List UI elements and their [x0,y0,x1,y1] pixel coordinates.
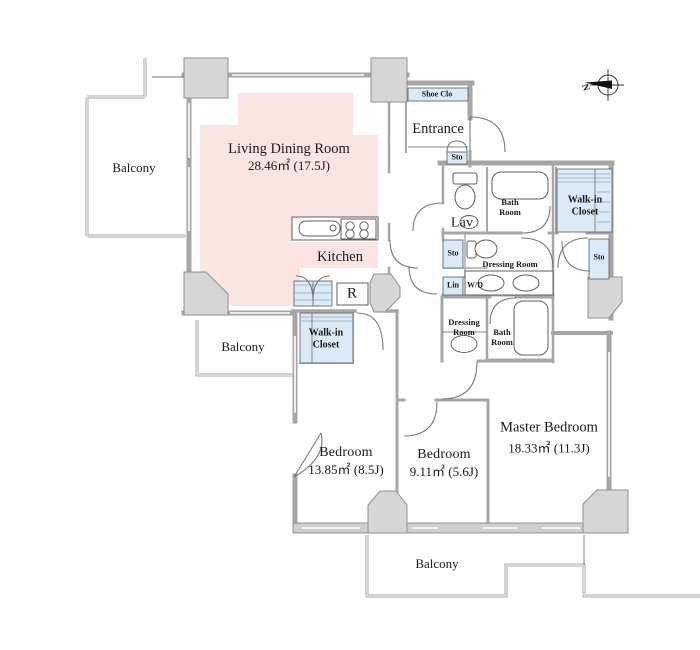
doors [293,116,591,478]
sto-master-door-arc [561,240,591,272]
pillar-east [587,276,623,319]
pillar-south-left [367,490,408,534]
label-shoe-closet: Shoe Clo [421,89,453,99]
room-name: Bedroom [417,447,471,463]
room-name: Master Bedroom [500,419,598,436]
compass-icon [585,69,624,101]
bathtub-lower-icon [513,300,549,356]
label-dressing-lower: Dressing Room [448,317,480,337]
label-master-bedroom: Master Bedroom 18.33㎡ (11.3J) [500,417,598,460]
fixtures [291,146,554,356]
bath-upper-door-arc [521,205,551,234]
shoe-closet-box [407,87,469,102]
label-bedroom2: Bedroom 9.11㎡ (5.6J) [410,446,479,480]
cupboard-bifold-arc [295,275,331,302]
label-bedroom1: Bedroom 13.85㎡ (8.5J) [308,444,383,478]
sink-icon [450,335,478,353]
room-name: Living Dining Room [228,140,350,157]
bedroom1-door-arc [356,312,384,351]
pillars [183,57,629,534]
label-living-dining-room: Living Dining Room 28.46㎡ (17.5J) [228,140,350,174]
bath-lower-door-arc [489,297,517,325]
burner-icon [345,229,355,239]
sink-icon [512,274,540,292]
pillar-top-left [183,57,229,99]
pillar-south-right [582,489,629,534]
bedroom2-door-arc [403,401,438,437]
label-entrance: Entrance [412,120,464,137]
sto-entrance-box [446,151,468,165]
sink-icon [477,274,505,292]
kitchen-sink [298,220,341,237]
bedroom1-window-arc [293,432,323,478]
kitchen-faucet [329,224,337,232]
burner-icon [359,229,369,239]
sto-master-box [588,238,610,280]
toilet-bowl-icon [474,239,498,259]
sto-bifold-arc [446,140,468,153]
windows [188,74,610,529]
label-bath-lower: Bath Room [491,327,513,347]
hall-door-arc [408,265,438,295]
room-size: 13.85㎡ (8.5J) [308,461,384,477]
label-kitchen: Kitchen [317,248,363,265]
label-walkin-closet-master: Walk-in Closet [567,194,603,218]
master-door-arc [441,361,478,400]
toilet-bowl-icon [454,184,476,210]
label-sto-master: Sto [593,252,605,262]
label-dressing-upper: Dressing Room [482,259,538,270]
pillar-hall [369,273,401,313]
burner-icon [345,221,355,231]
label-lav: Lav [450,215,474,231]
bathtub-upper-icon [491,171,549,200]
room-name: Bedroom [319,445,373,461]
label-refrigerator: R [346,285,358,302]
label-balcony-center: Balcony [221,338,265,354]
living-dining-floor [200,93,378,306]
label-sto-entrance: Sto [451,152,463,162]
pillar-ld-bottom [183,271,229,316]
walkin-closet-master-box [556,168,613,233]
room-size: 18.33㎡ (11.3J) [508,441,590,457]
entrance-door-arc [469,116,506,153]
label-linen: Lin [446,280,460,290]
lav-sink-icon [459,215,479,229]
bedroom1-window-leaf [293,432,322,478]
label-bath-upper: Bath Room [499,197,521,217]
balcony-rails [85,58,700,598]
dressing-upper-door-arc [520,237,554,269]
burner-icon [359,221,369,231]
kitchen-door-arc [389,239,419,269]
label-washer-dryer: W/D [467,280,483,290]
floor-fills [200,93,378,306]
refrigerator-box [336,282,369,306]
pillar-top-entrance [370,57,408,103]
wic-master-door-arc [557,237,589,269]
room-size: 9.11㎡ (5.6J) [409,463,479,479]
toilet-tank-icon [452,172,478,185]
label-walkin-closet-bedroom: Walk-in Closet [308,327,344,351]
label-sto-hall: Sto [447,248,459,258]
lav-door-arc [412,202,444,232]
room-size: 28.46㎡ (17.5J) [248,157,330,173]
label-balcony-south: Balcony [415,555,459,571]
sto-hall-box [442,239,464,269]
label-balcony-left: Balcony [112,159,156,175]
